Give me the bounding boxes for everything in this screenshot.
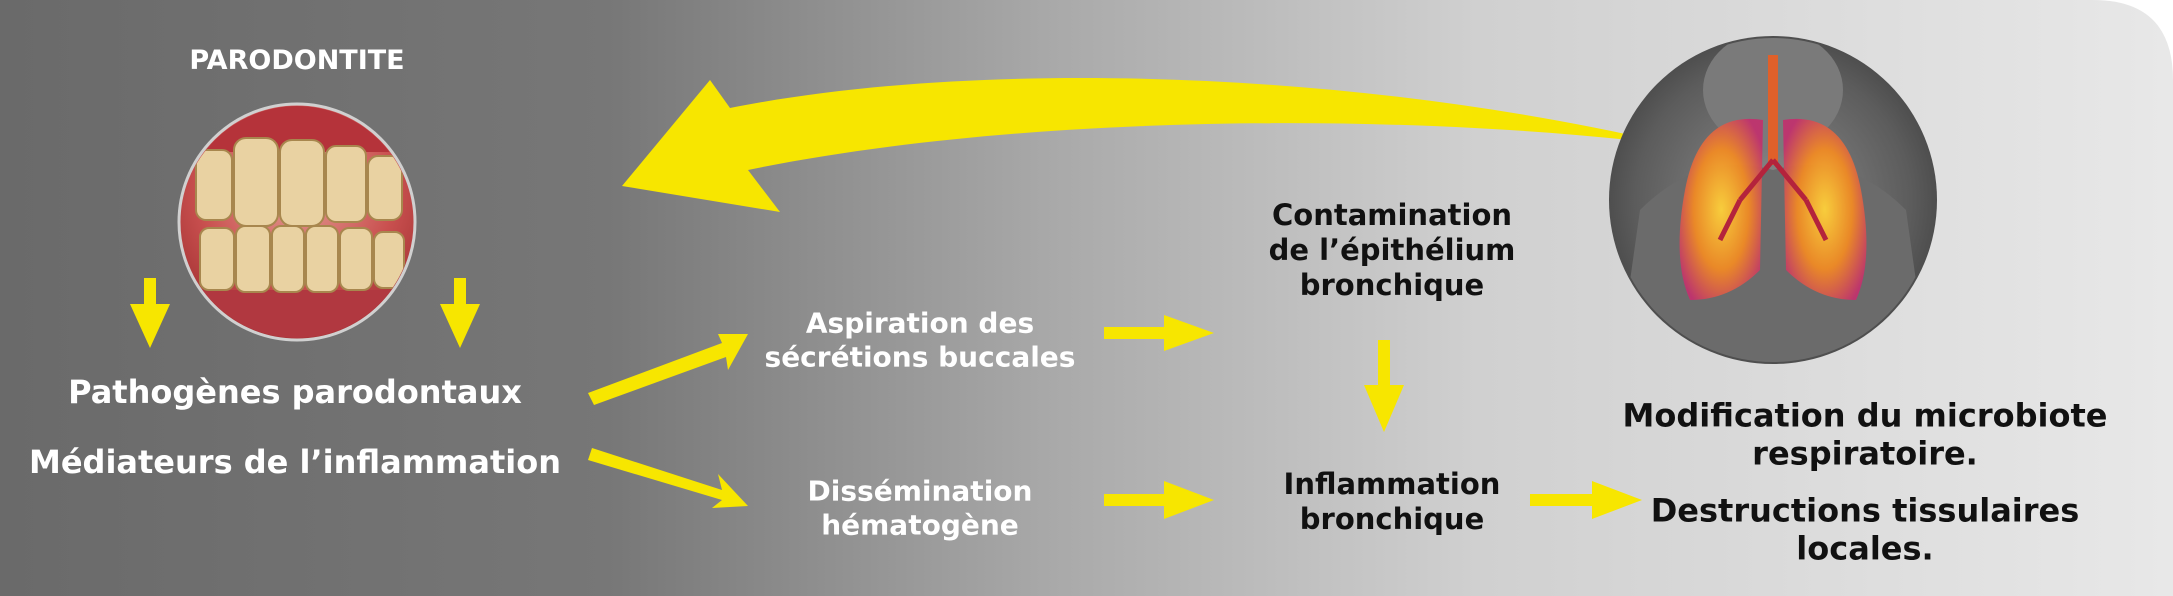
node-pathogens-text: Pathogènes parodontaux	[68, 372, 522, 411]
arrow-to-aspiration	[588, 334, 748, 405]
node-contamination-line-2: de l’épithélium	[1268, 232, 1516, 267]
node-dissemination: Dissémination hématogène	[808, 474, 1033, 541]
title-text: PARODONTITE	[189, 44, 405, 76]
node-inflammation-line-1: Inflammation	[1283, 467, 1501, 502]
node-contamination: Contamination de l’épithélium bronchique	[1269, 198, 1516, 302]
arrow-inflammation-to-effects	[1530, 481, 1642, 519]
node-dissemination-line-2: hématogène	[821, 508, 1019, 541]
arrow-contamination-to-inflammation	[1364, 340, 1404, 432]
node-dissemination-line-1: Dissémination	[807, 474, 1033, 508]
node-inflammation: Inflammation bronchique	[1284, 467, 1501, 537]
node-microbiota-line-2: respiratoire.	[1752, 435, 1978, 473]
diagram-title: PARODONTITE	[189, 45, 404, 77]
node-aspiration-line-1: Aspiration des	[805, 306, 1035, 340]
down-arrow-left	[130, 278, 170, 348]
node-aspiration-line-2: sécrétions buccales	[764, 340, 1076, 373]
node-mediators-text: Médiateurs de l’inflammation	[28, 442, 562, 481]
arrow-dissemination-to-inflammation	[1104, 481, 1214, 519]
node-contamination-line-1: Contamination	[1271, 197, 1513, 232]
arrow-aspiration-to-contamination	[1104, 315, 1214, 351]
return-arrow	[622, 77, 1630, 212]
node-contamination-line-3: bronchique	[1299, 267, 1485, 302]
down-arrow-right	[440, 278, 480, 348]
lungs-photo	[1609, 36, 1937, 364]
node-aspiration: Aspiration des sécrétions buccales	[765, 306, 1076, 373]
node-destruction-line-1: Destructions tissulaires	[1650, 491, 2080, 530]
node-destruction: Destructions tissulaires locales.	[1651, 492, 2080, 569]
node-destruction-line-2: locales.	[1796, 530, 1934, 568]
node-inflammation-line-2: bronchique	[1299, 502, 1485, 536]
node-microbiota: Modification du microbiote respiratoire.	[1623, 397, 2108, 474]
node-pathogens: Pathogènes parodontaux	[68, 373, 522, 411]
node-microbiota-line-1: Modification du microbiote	[1622, 396, 2108, 435]
arrow-to-dissemination	[588, 448, 748, 508]
node-mediators: Médiateurs de l’inflammation	[29, 443, 561, 481]
